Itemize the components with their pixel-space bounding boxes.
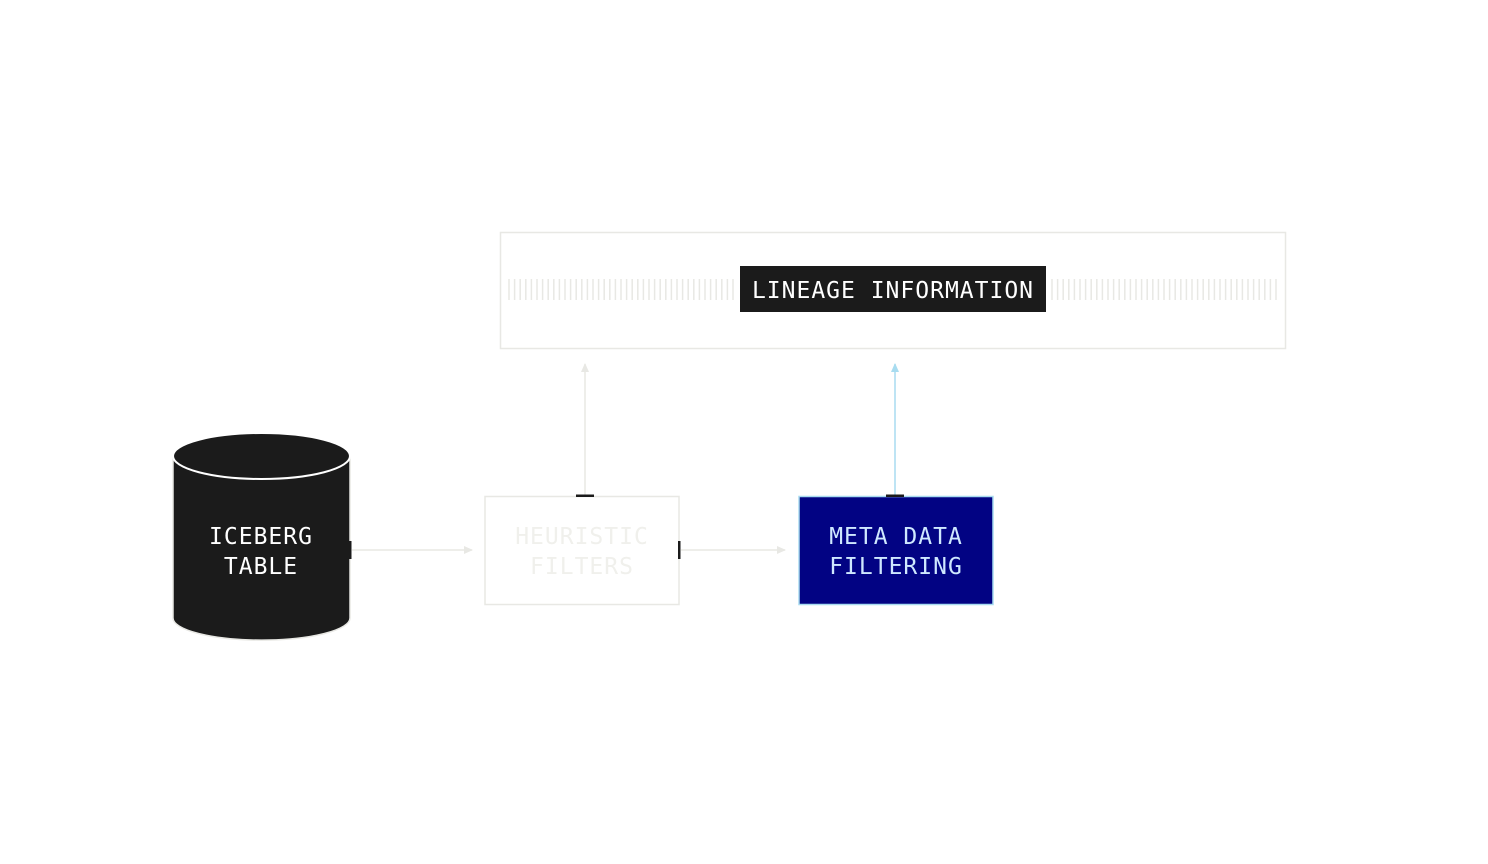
heuristic-filters-box <box>484 495 680 606</box>
lineage-information-node: LINEAGE INFORMATION <box>499 231 1287 350</box>
heuristic-filters-label-line2: FILTERS <box>530 554 634 580</box>
connector-marker-heuristic-top <box>576 494 594 497</box>
iceberg-table-node: ICEBERG TABLE <box>172 432 351 641</box>
lineage-hatch-right <box>1051 279 1277 300</box>
iceberg-table-label-line1: ICEBERG <box>209 524 313 550</box>
connector-marker-iceberg-right <box>349 541 352 559</box>
database-cylinder-icon <box>172 456 351 641</box>
cylinder-top-icon <box>172 432 351 480</box>
lineage-label-background <box>740 266 1046 312</box>
meta-data-filtering-box <box>798 495 994 606</box>
meta-data-filtering-node: META DATA FILTERING <box>798 495 994 606</box>
lineage-information-label: LINEAGE INFORMATION <box>752 278 1034 304</box>
meta-data-filtering-label-line2: FILTERING <box>829 554 963 580</box>
connector-marker-meta-top <box>886 494 904 497</box>
heuristic-filters-node: HEURISTIC FILTERS <box>484 495 680 606</box>
lineage-hatch-left <box>508 279 734 300</box>
heuristic-filters-label-line1: HEURISTIC <box>515 524 649 550</box>
connector-marker-heuristic-right <box>678 541 681 559</box>
iceberg-table-label-line2: TABLE <box>224 554 298 580</box>
connectors <box>349 363 904 559</box>
meta-data-filtering-label-line1: META DATA <box>829 524 963 550</box>
